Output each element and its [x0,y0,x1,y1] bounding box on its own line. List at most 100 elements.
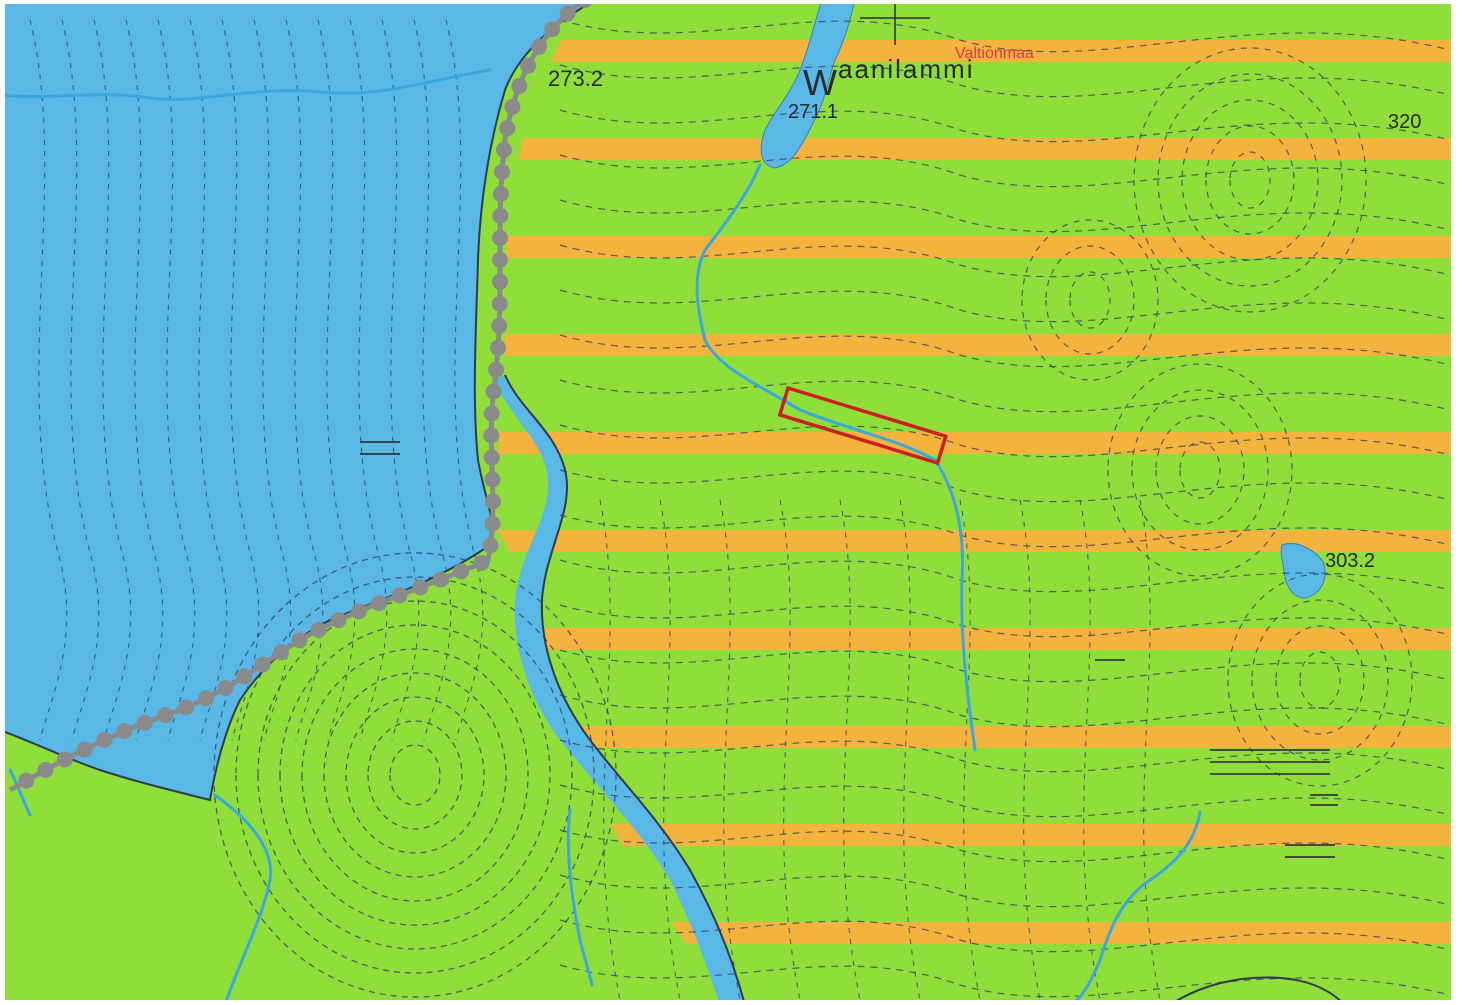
railway-dot [178,699,195,716]
river-east-bank [504,374,745,1001]
railway-dot [504,98,521,115]
railway-dot [291,632,308,649]
railway-dot [499,120,516,137]
railway-dot [217,679,234,696]
railway-dot [559,5,576,22]
railway-dot [157,707,174,723]
pond-east [1280,543,1326,599]
railway-dot [511,78,528,94]
contour-line [559,19,1451,53]
terrain-symbols [360,441,1338,858]
contour-lines [29,19,1451,1001]
contour-line [559,739,1451,773]
stream-southeast [1073,810,1202,1001]
contour-line [559,919,1451,953]
railway-dot [391,587,408,604]
contour-line [1157,73,1343,287]
contour-line [599,499,621,1001]
railway-dot [492,207,509,224]
contour-line [1299,651,1341,709]
contour-line [213,552,617,998]
contour-line [559,334,1451,368]
contour-line [839,499,861,1001]
south-edge-line [1174,976,1343,1001]
railway-dot [330,612,347,629]
railway-dot [453,563,470,580]
railway-dot [491,295,508,312]
railway-dot [495,142,512,158]
elevation-label-320: 320 [1388,111,1421,133]
railway-dot [37,761,54,778]
contour-line [559,604,1451,638]
contour-line [1133,47,1367,313]
contour-line [1069,271,1111,329]
railway-dot [273,644,289,661]
contour-line [559,784,1451,818]
planning-stripe-area [490,3,1452,960]
contour-line [1107,363,1293,577]
stream-west-edge [4,68,492,102]
contour-line [1139,499,1161,1001]
railway-dot [491,317,508,334]
contour-line [301,648,529,902]
elevation-label-271: 271.1 [788,101,838,123]
elevation-label-303: 303.2 [1325,550,1375,572]
contour-line [93,19,132,741]
railway-dot [482,537,499,554]
railway-dot [236,668,253,685]
stream-lake-shore [8,768,32,817]
contour-line [559,289,1451,323]
contour-line [1045,245,1135,355]
contour-line [1179,441,1221,499]
contour-line [559,559,1451,593]
contour-line [1227,573,1413,787]
contour-line [1019,499,1041,1001]
railway-dot [484,493,501,510]
contour-line [367,720,463,830]
railway-dot [531,38,548,55]
contour-line [125,19,164,741]
contour-line [899,499,921,1001]
contour-line [1275,625,1365,735]
contour-line [559,649,1451,683]
railway-dot [136,714,153,731]
contour-line [389,744,441,806]
contour-line [61,19,100,741]
railway-line [8,3,593,793]
railway-dot [310,621,327,638]
railway-dot [577,3,593,8]
railway-dot [544,21,561,38]
contour-line [1229,151,1271,209]
contour-line [1155,415,1245,525]
contour-line [559,244,1451,278]
railway-dot [483,405,500,422]
railway-dot [484,515,501,532]
contour-line [323,672,507,878]
contour-line [559,694,1451,728]
railway-dot [485,383,502,400]
contour-line [959,499,981,1001]
stream-network [4,68,1202,1001]
contour-line [1251,599,1389,761]
contour-line [29,19,68,741]
contour-line [257,600,573,950]
contour-line [189,19,228,741]
contour-line [559,199,1451,233]
railway-dot [492,251,508,268]
shoreline-outlines [4,3,1343,1001]
contour-line [1131,389,1269,551]
highlighted-section[interactable] [777,385,948,466]
contour-line [559,469,1451,503]
contour-line [1079,499,1101,1001]
stream-southwest [213,793,273,1001]
bench-mark-cross-icon [860,3,930,45]
pond-waanilammi [760,3,855,169]
contour-line [349,19,388,741]
contour-line [559,379,1451,413]
railway-dot [492,185,509,202]
contour-line [779,499,801,1001]
contour-line [559,64,1451,98]
contour-line [719,499,741,1001]
